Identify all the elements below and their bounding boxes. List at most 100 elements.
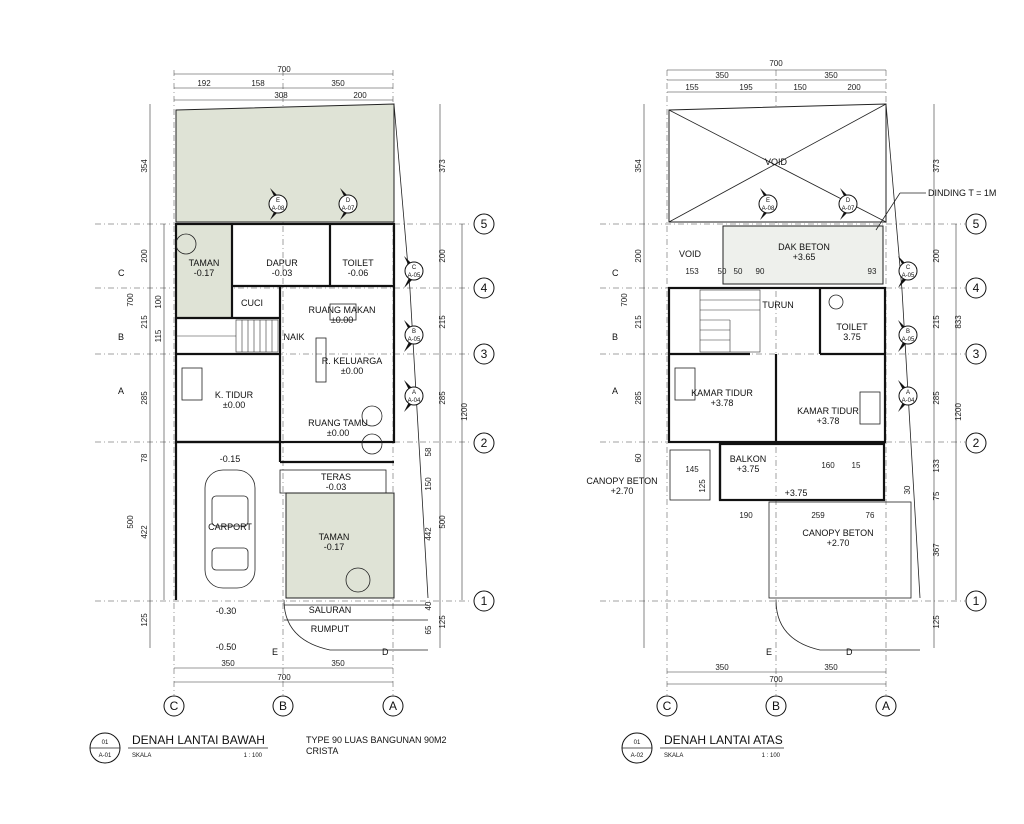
- axis-label: B: [279, 699, 287, 713]
- svg-text:A-02: A-02: [631, 753, 644, 759]
- axis-bubble-5: [965, 213, 987, 235]
- axis-label: 5: [481, 217, 488, 231]
- svg-text:E: E: [766, 198, 770, 204]
- axis-bubble-4: [473, 277, 495, 299]
- left-dim: 285: [140, 391, 149, 405]
- room-canopy-side: CANOPY BETON: [586, 476, 657, 486]
- plan-title: DENAH LANTAI ATAS: [664, 733, 783, 747]
- axis-bubble-1: [473, 590, 495, 612]
- bed-1: [674, 367, 696, 401]
- room-level: +2.70: [827, 538, 850, 548]
- svg-text:A-04: A-04: [408, 398, 421, 404]
- svg-text:A: A: [412, 390, 416, 396]
- dinding-note: DINDING T = 1M: [928, 188, 996, 198]
- left-dim: 354: [140, 159, 149, 173]
- section-letter: E: [272, 647, 278, 657]
- top-dim: 200: [353, 91, 367, 100]
- teras-slab: [279, 469, 387, 494]
- svg-text:SKALA: SKALA: [132, 753, 151, 759]
- left-dim: 700: [620, 293, 629, 307]
- top-dim: 192: [197, 79, 211, 88]
- axis-label: A: [389, 699, 397, 713]
- top-dim: 158: [251, 79, 265, 88]
- svg-text:A-04: A-04: [902, 398, 915, 404]
- svg-text:B: B: [906, 329, 910, 335]
- inner-dim: 15: [852, 461, 861, 470]
- dining-table: [329, 303, 357, 321]
- right-dim: 200: [932, 249, 941, 263]
- toilet-fixture: [828, 294, 844, 310]
- axis-label: 4: [481, 281, 488, 295]
- room-void: VOID: [765, 157, 788, 167]
- right-dim: 125: [438, 615, 447, 629]
- axis-label: 3: [481, 347, 488, 361]
- left-dim: 100: [154, 295, 163, 309]
- left-dim: 422: [140, 525, 149, 539]
- section-marker-c: C A-05: [898, 256, 918, 288]
- left-dim: 354: [634, 159, 643, 173]
- room-dapur: DAPUR: [266, 258, 298, 268]
- section-letter: A: [612, 386, 618, 396]
- label-saluran: SALURAN: [309, 605, 352, 615]
- road-curve: [283, 599, 428, 651]
- inner-dim: 93: [868, 267, 877, 276]
- room-kamar-tidur-1: KAMAR TIDUR: [691, 388, 753, 398]
- section-letter: C: [612, 268, 619, 278]
- axis-label: A: [882, 699, 890, 713]
- section-marker-d: D A-07: [838, 188, 858, 220]
- svg-text:D: D: [346, 198, 351, 204]
- top-dim: 200: [847, 83, 861, 92]
- right-dim: 1200: [460, 403, 469, 421]
- top-dim: 350: [824, 71, 838, 80]
- axis-label: 1: [481, 594, 488, 608]
- right-dim: 65: [424, 625, 433, 634]
- right-dim: 40: [424, 601, 433, 610]
- left-dim: 125: [140, 613, 149, 627]
- svg-text:A-08: A-08: [272, 206, 285, 212]
- left-dim: 215: [140, 315, 149, 329]
- room-taman-front: TAMAN: [319, 532, 350, 542]
- room-ruang-makan: RUANG MAKAN: [308, 305, 375, 315]
- svg-text:01: 01: [102, 740, 109, 746]
- top-dim: 350: [715, 71, 729, 80]
- bed-2: [859, 391, 881, 425]
- axis-bubble-5: [473, 213, 495, 235]
- room-r-keluarga: R. KELUARGA: [322, 356, 383, 366]
- right-dim: 30: [903, 485, 912, 494]
- ground-floor-plan: 700 192 158 350 308 200 350 350 700 354 …: [89, 65, 495, 764]
- left-dim: 500: [126, 515, 135, 529]
- canopy-front: [768, 501, 912, 599]
- stair-turun: TURUN: [762, 300, 794, 310]
- axis-bubble-4: [965, 277, 987, 299]
- axis-bubble-b: [765, 695, 787, 717]
- top-dim: 155: [685, 83, 699, 92]
- inner-dim: 50: [734, 267, 743, 276]
- house-outline: [174, 222, 396, 444]
- canopy-side: [669, 449, 711, 501]
- axis-bubble-3: [473, 343, 495, 365]
- axis-label: 3: [973, 347, 980, 361]
- axis-label: 2: [481, 436, 488, 450]
- inner-dim: 50: [718, 267, 727, 276]
- svg-text:E: E: [276, 198, 280, 204]
- room-level: ±0.00: [327, 428, 349, 438]
- section-marker-b: B A-05: [898, 320, 918, 352]
- svg-text:A: A: [906, 390, 910, 396]
- svg-text:A-05: A-05: [902, 337, 915, 343]
- svg-text:C: C: [412, 265, 417, 271]
- level-carport-top: -0.15: [220, 454, 241, 464]
- bottom-dim-total: 700: [277, 673, 291, 682]
- inner-dim: 90: [756, 267, 765, 276]
- right-dim: 75: [932, 491, 941, 500]
- section-marker-a: A A-04: [898, 380, 918, 412]
- axis-label: C: [663, 699, 672, 713]
- svg-text:1 : 100: 1 : 100: [244, 753, 263, 759]
- svg-text:A-05: A-05: [408, 273, 421, 279]
- upper-floor-plan: 700 350 350 155 195 150 200 350 350 700 …: [586, 59, 996, 764]
- room-level: -0.03: [326, 482, 347, 492]
- section-letter: A: [118, 386, 124, 396]
- room-dak-beton: DAK BETON: [778, 242, 830, 252]
- section-marker-b: B A-05: [404, 320, 424, 352]
- room-level: +3.75: [737, 464, 760, 474]
- axis-bubble-1: [965, 590, 987, 612]
